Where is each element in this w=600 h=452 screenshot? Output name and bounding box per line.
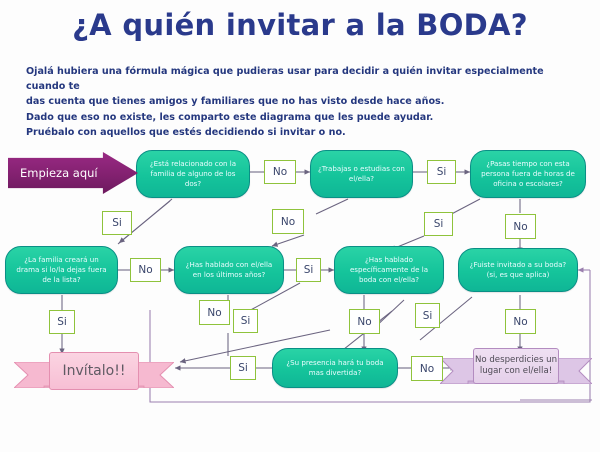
edge-label-presencia-no[interactable]: No	[411, 356, 443, 381]
chip-text: Si	[238, 362, 248, 374]
chip-text: Si	[303, 264, 314, 276]
edge-label-trabajas-si[interactable]: Si	[427, 160, 456, 184]
intro-paragraph: Ojalá hubiera una fórmula mágica que pud…	[26, 64, 578, 140]
node-label: ¿Trabajas o estudias con el/ella?	[318, 164, 405, 183]
decision-node-especifico[interactable]: ¿Has hablado específicamente de la boda …	[334, 246, 444, 294]
node-label: ¿Pasas tiempo con esta persona fuera de …	[481, 159, 575, 188]
start-arrow-label: Empieza aquí	[20, 166, 98, 180]
node-label: ¿La familia creará un drama si lo/la dej…	[16, 255, 107, 284]
edge-label-hablado-no[interactable]: No	[199, 300, 230, 325]
outcome-plate: No desperdicies un lugar con el/ella!	[473, 348, 559, 384]
decision-node-familia[interactable]: ¿Está relacionado con la familia de algu…	[136, 150, 250, 198]
node-label: ¿Su presencia hará tu boda mas divertida…	[286, 358, 384, 377]
edge-label-drama-no[interactable]: No	[130, 258, 161, 282]
node-label: ¿Está relacionado con la familia de algu…	[149, 159, 237, 188]
chip-text: No	[419, 362, 435, 375]
edge-label-trabajas-no[interactable]: No	[272, 209, 304, 234]
chip-text: No	[357, 315, 372, 328]
decision-node-hablado[interactable]: ¿Has hablado con el/ella en los últimos …	[174, 246, 284, 294]
outcome-line-2: lugar con el/ella!	[479, 366, 553, 376]
edge-label-pasas-si[interactable]: Si	[424, 212, 453, 236]
chip-text: Si	[57, 316, 67, 328]
chip-text: No	[207, 306, 222, 319]
page-title: ¿A quién invitar a la BODA?	[72, 8, 528, 42]
decision-node-trabajas[interactable]: ¿Trabajas o estudias con el/ella?	[310, 150, 413, 198]
edge-label-hablado-si2[interactable]: Si	[233, 309, 258, 333]
node-label: ¿Has hablado con el/ella en los últimos …	[185, 260, 273, 279]
edge-label-familia-si[interactable]: Si	[102, 211, 132, 235]
intro-line-3: Dado que eso no existe, les comparto est…	[26, 111, 434, 123]
edge-label-especifico-si[interactable]: Si	[415, 303, 440, 328]
chip-text: No	[280, 215, 296, 228]
decision-node-presencia[interactable]: ¿Su presencia hará tu boda mas divertida…	[272, 348, 398, 388]
decision-node-pasas[interactable]: ¿Pasas tiempo con esta persona fuera de …	[470, 150, 586, 198]
edge-label-familia-no[interactable]: No	[264, 160, 296, 184]
chip-text: No	[513, 220, 528, 233]
outcome-ribbon-nodesperdicies: No desperdicies un lugar con el/ella!	[440, 348, 592, 384]
intro-line-4: Pruébalo con aquellos que estés decidien…	[26, 126, 346, 138]
outcome-plate: Invítalo!!	[49, 352, 139, 390]
intro-line-1: Ojalá hubiera una fórmula mágica que pud…	[26, 66, 544, 93]
node-label: ¿Has hablado específicamente de la boda …	[349, 255, 429, 284]
node-label: ¿Fuiste invitado a su boda? (si, es que …	[469, 260, 567, 279]
edge-label-especifico-no[interactable]: No	[349, 309, 380, 334]
chip-text: No	[272, 166, 288, 178]
chip-text: Si	[112, 217, 122, 229]
decision-node-invitado[interactable]: ¿Fuiste invitado a su boda? (si, es que …	[458, 248, 578, 292]
chip-text: No	[513, 315, 528, 328]
outcome-ribbon-invitalo: Invítalo!!	[14, 352, 174, 390]
chip-text: Si	[240, 315, 251, 327]
chip-text: No	[138, 264, 153, 276]
edge-label-pasas-no[interactable]: No	[505, 214, 536, 239]
outcome-label: No desperdicies un lugar con el/ella!	[475, 355, 557, 377]
edge-label-hablado-si[interactable]: Si	[296, 258, 321, 282]
chip-text: Si	[422, 309, 433, 322]
chip-text: Si	[436, 166, 447, 178]
edge-label-invitado-no[interactable]: No	[505, 309, 536, 334]
edge-label-drama-si[interactable]: Si	[49, 310, 75, 334]
outcome-label: Invítalo!!	[62, 363, 126, 379]
outcome-line-1: No desperdicies un	[474, 355, 558, 365]
decision-node-drama[interactable]: ¿La familia creará un drama si lo/la dej…	[5, 246, 118, 294]
edge-label-presencia-si[interactable]: Si	[230, 356, 256, 380]
chip-text: Si	[433, 218, 444, 230]
intro-line-2: das cuenta que tienes amigos y familiare…	[26, 96, 445, 108]
